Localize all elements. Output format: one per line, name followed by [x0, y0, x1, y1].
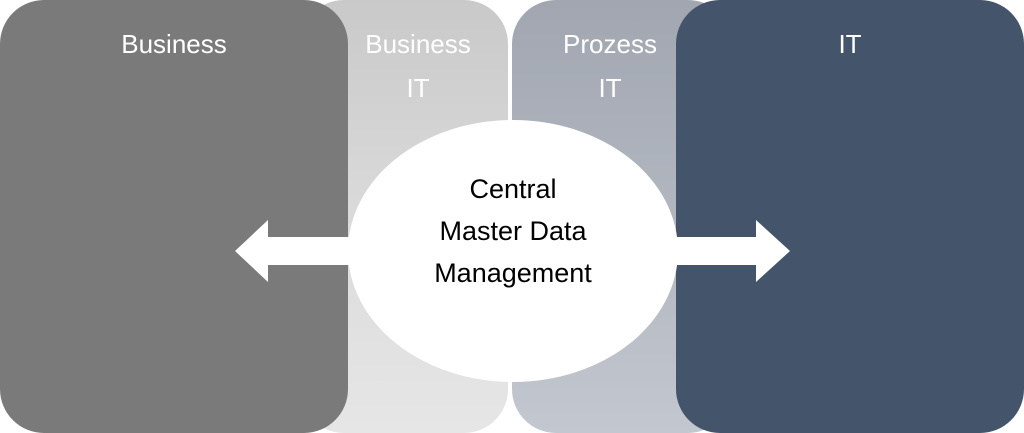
business-it-panel-label: Business IT [348, 22, 488, 110]
it-panel [676, 0, 1024, 433]
prozess-it-label-line1: Prozess [563, 29, 657, 59]
business-it-label-line2: IT [406, 73, 430, 103]
central-mdm-line2: Master Data [439, 216, 587, 246]
central-mdm-label: Central Master Data Management [348, 168, 678, 294]
business-it-label-line1: Business [365, 29, 471, 59]
it-panel-label: IT [780, 22, 920, 66]
prozess-it-panel-label: Prozess IT [540, 22, 680, 110]
central-mdm-ellipse [348, 120, 678, 382]
prozess-it-label-line2: IT [598, 73, 622, 103]
central-mdm-line1: Central [469, 174, 557, 204]
arrow-left-icon [235, 220, 360, 282]
arrow-right-icon [670, 220, 790, 282]
it-panel-title: IT [838, 29, 862, 59]
business-panel-label: Business [60, 22, 288, 66]
business-panel [0, 0, 348, 433]
central-mdm-line3: Management [434, 258, 592, 288]
business-panel-title: Business [121, 29, 227, 59]
